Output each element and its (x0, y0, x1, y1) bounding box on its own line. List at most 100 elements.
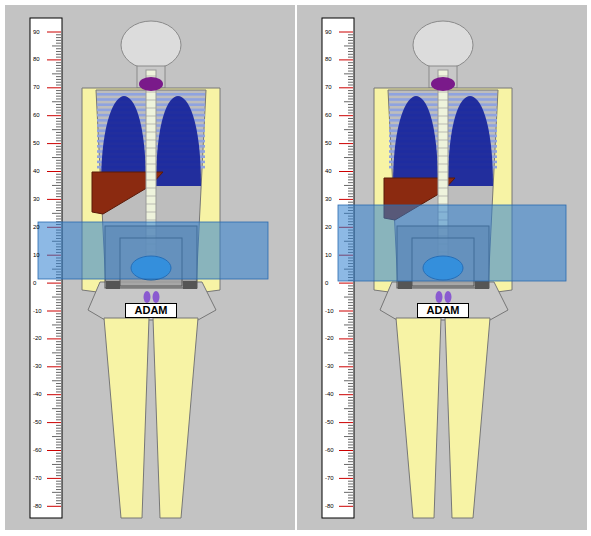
ruler-tick (56, 177, 61, 178)
ruler-tick (348, 54, 353, 55)
ruler-tick (47, 115, 61, 116)
ruler-tick (348, 174, 353, 175)
ruler-tick (56, 495, 61, 496)
ruler-tick (56, 135, 61, 136)
ruler-tick (348, 355, 353, 356)
ruler-tick (56, 299, 61, 300)
phantom-name: ADAM (126, 304, 176, 317)
ruler-tick (348, 350, 353, 351)
ruler-tick (344, 73, 353, 74)
ruler-tick (348, 177, 353, 178)
ruler-tick (56, 124, 61, 125)
ruler-tick (348, 364, 353, 365)
ruler-tick (52, 101, 61, 102)
ruler-tick (52, 352, 61, 353)
ruler-number: 50 (325, 140, 332, 147)
ruler-tick (339, 506, 353, 507)
ruler-tick (56, 327, 61, 328)
ruler-number: 60 (33, 112, 40, 119)
ruler-tick (348, 85, 353, 86)
ruler-number: -60 (325, 447, 334, 454)
ruler-tick (339, 394, 353, 395)
ruler-tick (339, 171, 353, 172)
ruler-tick (348, 48, 353, 49)
ruler-tick (348, 428, 353, 429)
ruler-tick (348, 375, 353, 376)
ruler-tick (339, 366, 353, 367)
left-leg (104, 318, 149, 518)
ruler-tick (348, 154, 353, 155)
ruler-number: -70 (33, 475, 42, 482)
ruler-tick (52, 213, 61, 214)
head (413, 21, 473, 69)
ruler-tick (56, 383, 61, 384)
ruler-tick (348, 489, 353, 490)
ruler-tick (348, 361, 353, 362)
ruler-tick (56, 316, 61, 317)
ruler-tick (56, 336, 61, 337)
ruler-tick (56, 319, 61, 320)
ruler-tick (348, 417, 353, 418)
ruler-tick (348, 483, 353, 484)
ruler-tick (56, 489, 61, 490)
ruler-tick (56, 54, 61, 55)
ruler-tick (348, 472, 353, 473)
ruler-tick (56, 417, 61, 418)
ruler-tick (348, 43, 353, 44)
ruler-number: 50 (33, 140, 40, 147)
ruler-tick (56, 34, 61, 35)
ruler-tick (348, 65, 353, 66)
ruler-tick (56, 411, 61, 412)
ruler-tick (52, 436, 61, 437)
ruler-tick (56, 174, 61, 175)
ruler-number: -70 (325, 475, 334, 482)
ruler-number: 0 (325, 280, 328, 287)
ruler-number: -80 (325, 503, 334, 510)
ruler-tick (56, 202, 61, 203)
ruler-tick (56, 288, 61, 289)
ruler-tick (339, 450, 353, 451)
ruler-tick (348, 344, 353, 345)
vertebra (438, 92, 448, 93)
ruler-tick (56, 500, 61, 501)
ruler-tick (56, 110, 61, 111)
ruler-tick (348, 481, 353, 482)
ruler-tick (348, 430, 353, 431)
ruler-tick (56, 425, 61, 426)
ruler-tick (344, 492, 353, 493)
ruler-tick (348, 308, 353, 309)
ruler-tick (56, 165, 61, 166)
vertebra (438, 172, 448, 173)
phantom-label-box: ADAM (125, 303, 177, 318)
ruler-tick (339, 59, 353, 60)
ruler-tick (47, 338, 61, 339)
ruler-number: -10 (325, 308, 334, 315)
ruler-tick (56, 458, 61, 459)
ruler-tick (56, 447, 61, 448)
ruler-tick (56, 149, 61, 150)
vertebra (146, 212, 156, 213)
ruler-tick (348, 475, 353, 476)
ruler-tick (47, 311, 61, 312)
ruler-tick (339, 115, 353, 116)
ruler-tick (56, 191, 61, 192)
ruler-tick (348, 140, 353, 141)
ruler-tick (348, 37, 353, 38)
ruler-tick (344, 352, 353, 353)
ruler-tick (348, 118, 353, 119)
ruler-tick (56, 486, 61, 487)
vertebra (146, 204, 156, 205)
ruler-tick (47, 59, 61, 60)
ruler-tick (348, 377, 353, 378)
ruler-tick (348, 146, 353, 147)
ruler-tick (56, 216, 61, 217)
testis (445, 291, 452, 303)
ruler-tick (56, 403, 61, 404)
ruler-tick (56, 118, 61, 119)
ruler-tick (56, 76, 61, 77)
vertebra (146, 148, 156, 149)
vertebra (146, 124, 156, 125)
ruler-number: -50 (33, 419, 42, 426)
vertebra (146, 188, 156, 189)
